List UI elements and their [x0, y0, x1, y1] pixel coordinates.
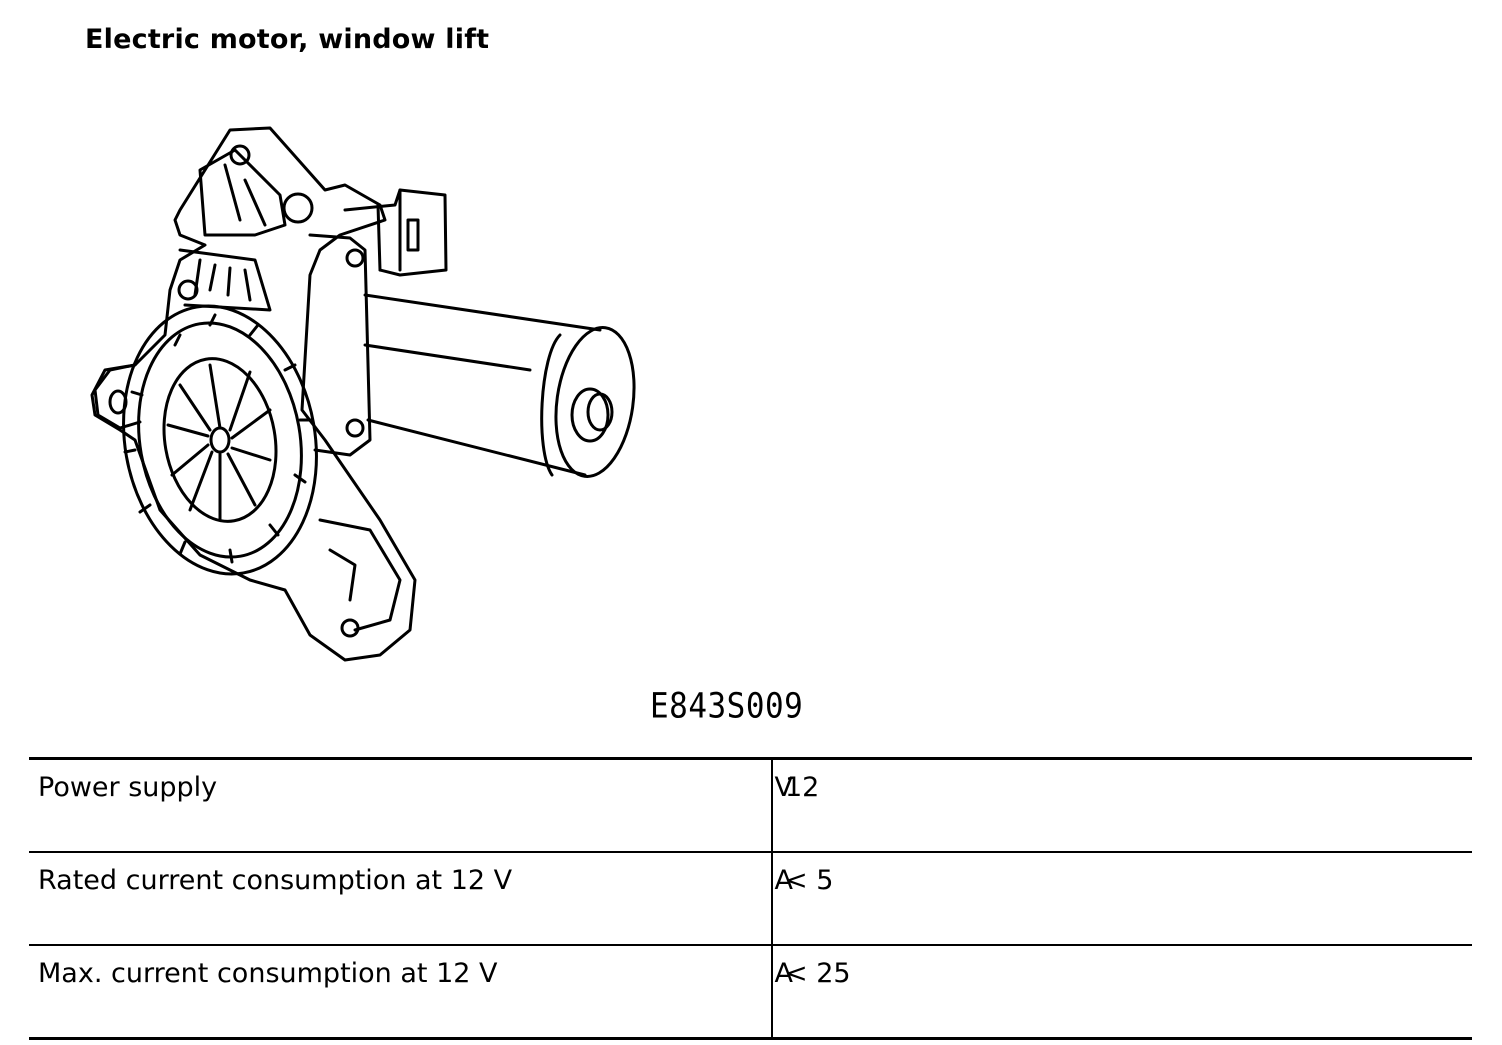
spec-value: < 5 — [785, 865, 834, 896]
spec-value: 12 — [785, 772, 820, 803]
spec-label: Rated current consumption at 12 V — [38, 865, 513, 896]
spec-unit: A — [774, 865, 793, 896]
spec-table: Power supply V 12 Rated current consumpt… — [29, 757, 1472, 1040]
window-lift-motor-figure — [80, 110, 660, 680]
spec-value: < 25 — [785, 958, 851, 989]
table-row: Power supply V 12 — [29, 760, 1472, 854]
page-title: Electric motor, window lift — [85, 24, 490, 55]
spec-unit: V — [774, 772, 793, 803]
figure-code: E843S009 — [650, 686, 804, 727]
window-lift-motor-icon — [90, 126, 636, 662]
spec-label: Max. current consumption at 12 V — [38, 958, 498, 989]
column-divider — [771, 853, 773, 947]
spec-unit: A — [774, 958, 793, 989]
column-divider — [771, 760, 773, 854]
column-divider — [771, 946, 773, 1037]
table-row: Max. current consumption at 12 V A < 25 — [29, 946, 1472, 1037]
spec-label: Power supply — [38, 772, 218, 803]
table-row: Rated current consumption at 12 V A < 5 — [29, 853, 1472, 947]
